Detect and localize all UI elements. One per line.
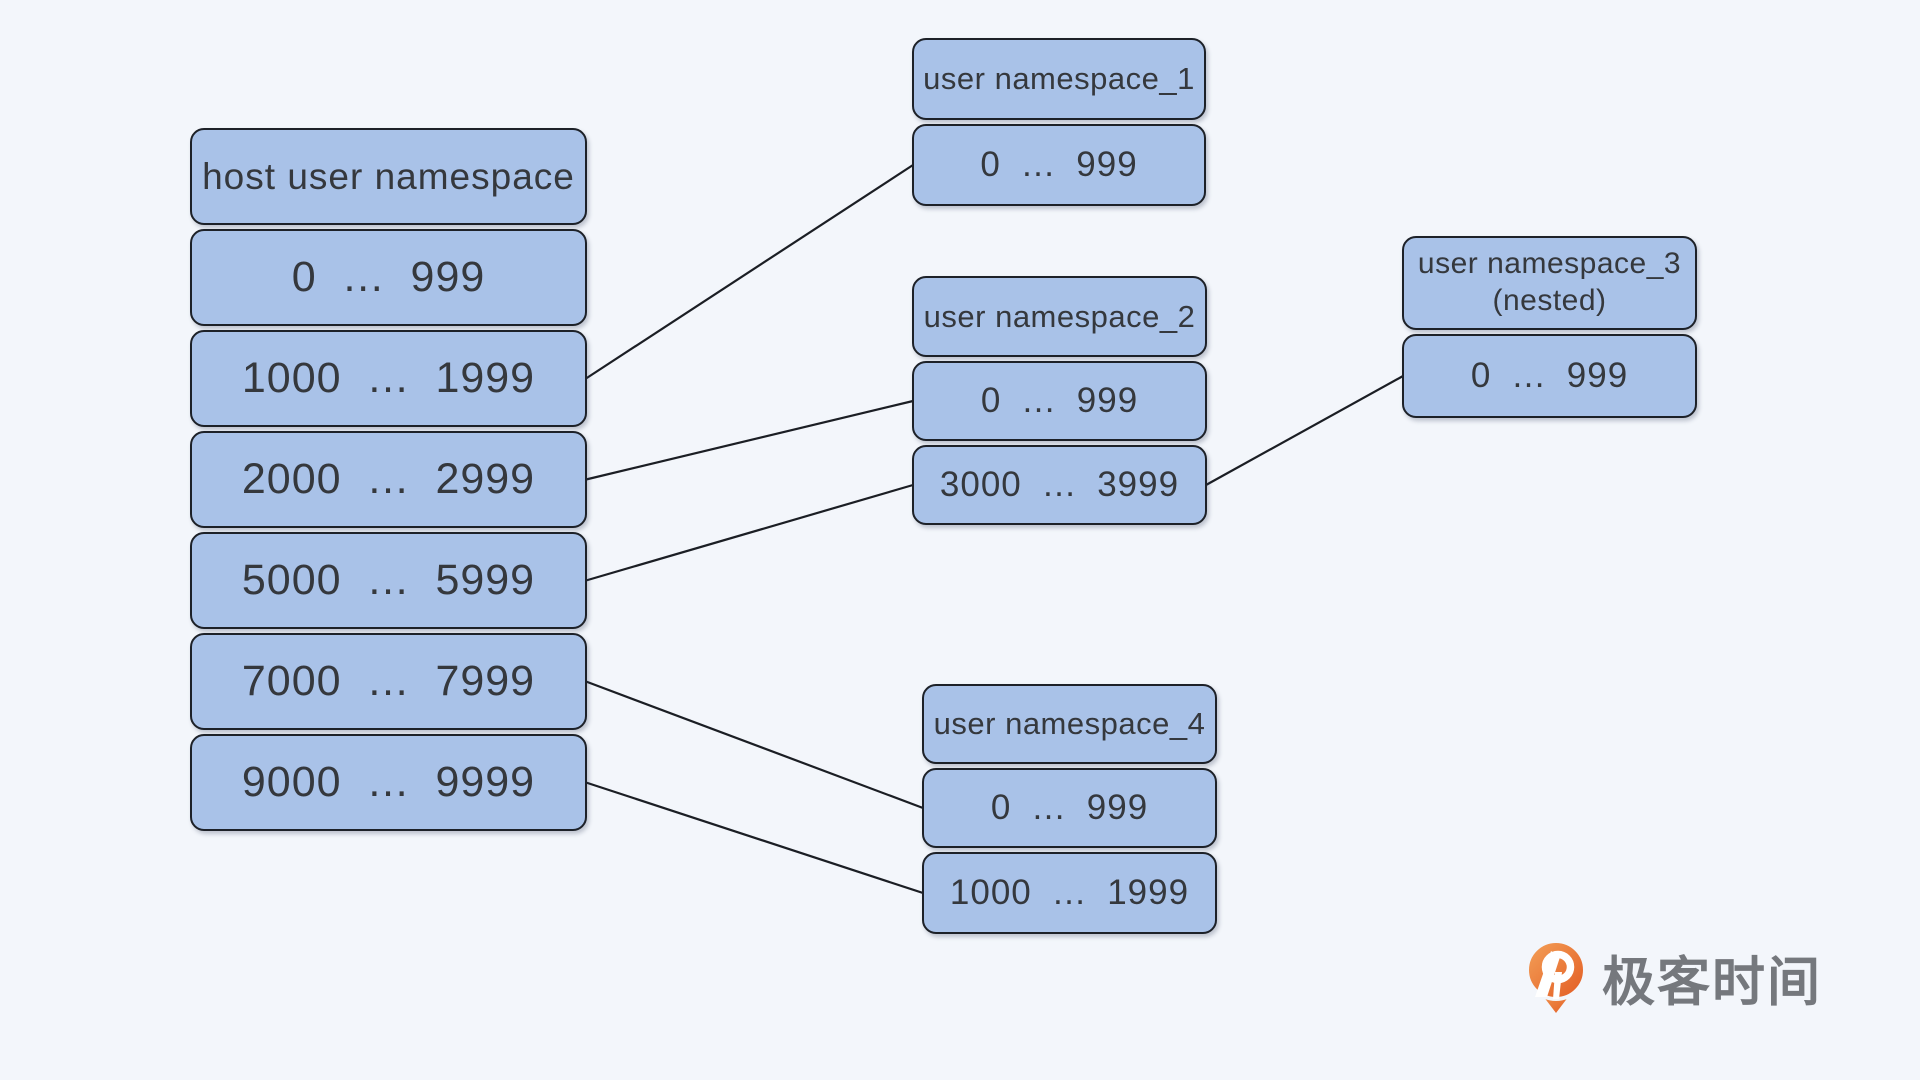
uid-range-label: 1000 … 1999: [241, 354, 536, 403]
uid-range-cell: 1000 … 1999: [190, 330, 587, 427]
node-title-label: user namespace_3: [1417, 247, 1682, 281]
uid-mapping-connector: [585, 164, 914, 380]
uid-range-label: 5000 … 5999: [241, 556, 536, 605]
uid-range-label: 1000 … 1999: [949, 872, 1190, 912]
namespace-title: user namespace_3 (nested): [1402, 236, 1697, 330]
geektime-pin-icon: [1525, 940, 1587, 1013]
uid-mapping-connector: [1205, 375, 1404, 486]
node-title-label: user namespace_1: [923, 61, 1195, 97]
geektime-logo: 极客时间: [1524, 936, 1834, 1020]
uid-range-label: 3000 … 3999: [939, 464, 1180, 504]
geektime-logo-text: 极客时间: [1602, 953, 1822, 1012]
uid-range-cell: 0 … 999: [912, 361, 1207, 441]
namespace-title: user namespace_1: [912, 38, 1206, 120]
uid-range-label: 0 … 999: [990, 787, 1149, 827]
namespace-title: user namespace_2: [912, 276, 1207, 357]
uid-range-cell: 5000 … 5999: [190, 532, 587, 629]
uid-mapping-connector: [585, 781, 924, 895]
uid-range-cell: 0 … 999: [922, 768, 1217, 848]
namespace-title: user namespace_4: [922, 684, 1217, 764]
uid-mapping-connector: [585, 680, 924, 810]
uid-range-cell: 2000 … 2999: [190, 431, 587, 528]
uid-range-label: 0 … 999: [1470, 355, 1629, 395]
uid-range-label: 7000 … 7999: [241, 657, 536, 706]
uid-range-cell: 1000 … 1999: [922, 852, 1217, 934]
uid-range-cell: 0 … 999: [190, 229, 587, 326]
user-namespace-1-node: user namespace_1 0 … 999: [912, 38, 1206, 206]
uid-range-cell: 3000 … 3999: [912, 445, 1207, 525]
user-namespace-4-node: user namespace_4 0 … 999 1000 … 1999: [922, 684, 1217, 934]
uid-range-label: 2000 … 2999: [241, 455, 536, 504]
uid-range-cell: 9000 … 9999: [190, 734, 587, 831]
uid-range-label: 0 … 999: [980, 144, 1138, 184]
node-title-label: host user namespace: [202, 155, 575, 197]
uid-range-label: 0 … 999: [291, 253, 486, 302]
user-namespace-3-node: user namespace_3 (nested) 0 … 999: [1402, 236, 1697, 418]
uid-range-label: 9000 … 9999: [241, 758, 536, 807]
uid-range-cell: 0 … 999: [912, 124, 1206, 206]
uid-mapping-connector: [585, 483, 914, 582]
host-namespace-title: host user namespace: [190, 128, 587, 225]
user-namespace-2-node: user namespace_2 0 … 999 3000 … 3999: [912, 276, 1207, 525]
node-title-label: user namespace_4: [933, 706, 1206, 742]
uid-mapping-connector: [585, 399, 914, 481]
node-title-label: user namespace_2: [923, 298, 1196, 334]
host-namespace-node: host user namespace 0 … 999 1000 … 1999 …: [190, 128, 587, 831]
node-subtitle-label: (nested): [1492, 284, 1607, 317]
uid-range-cell: 7000 … 7999: [190, 633, 587, 730]
uid-range-label: 0 … 999: [980, 380, 1139, 420]
uid-range-cell: 0 … 999: [1402, 334, 1697, 418]
